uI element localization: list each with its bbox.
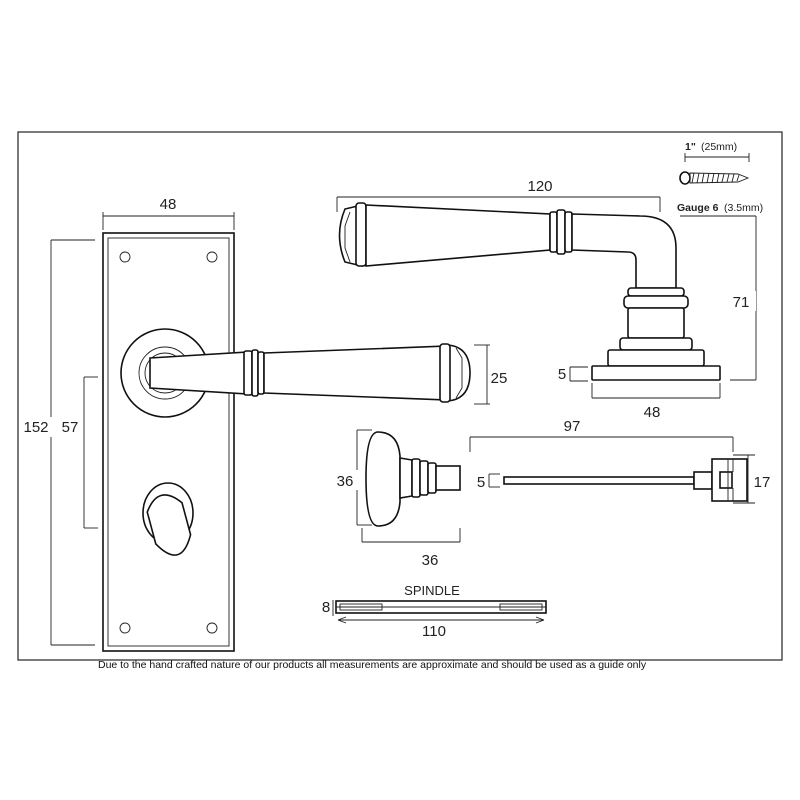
backplate-height-dim: 152 <box>23 419 48 436</box>
screw-length-mm: (25mm) <box>701 141 737 153</box>
thumbturn-view: 36 36 <box>334 429 461 569</box>
turn-escutcheon-icon <box>142 482 194 556</box>
screw-length-label: 1" <box>685 141 696 153</box>
release-view: 97 5 17 <box>469 418 771 504</box>
release-height-dim: 17 <box>754 474 771 491</box>
lever-side-icon <box>338 202 721 381</box>
lever-projection-dim: 71 <box>733 294 750 311</box>
spindle-section-dim: 8 <box>322 599 330 616</box>
backplate-centre-dim: 57 <box>62 419 79 436</box>
screw-gauge-mm: (3.5mm) <box>724 202 763 214</box>
thumbturn-height-dim: 36 <box>337 473 354 490</box>
drawing-frame <box>17 131 783 661</box>
backplate-width-dim: 48 <box>160 196 177 213</box>
lever-side-view: 120 71 5 48 <box>336 178 757 421</box>
lever-length-dim: 120 <box>527 178 552 195</box>
release-length-dim: 97 <box>564 418 581 435</box>
backplate-view: 48 152 57 <box>23 196 508 652</box>
spindle-view: SPINDLE 8 110 <box>322 583 547 640</box>
spindle-title: SPINDLE <box>404 583 460 598</box>
lever-rose-thickness-dim: 5 <box>558 366 566 383</box>
lever-handle-icon <box>149 343 471 403</box>
spindle-icon <box>335 600 547 614</box>
thumbturn-length-dim: 36 <box>422 552 439 569</box>
disclaimer-note: Due to the hand crafted nature of our pr… <box>98 659 647 671</box>
screw-gauge-label: Gauge 6 <box>677 202 719 214</box>
lever-rose-width-dim: 48 <box>644 404 661 421</box>
thumbturn-icon <box>365 431 461 527</box>
screw-detail: 1" (25mm) Gauge 6 (3.5mm) <box>677 141 763 214</box>
screw-icon <box>679 171 750 185</box>
release-spindle-icon <box>503 458 748 502</box>
spindle-length-dim: 110 <box>422 623 446 640</box>
release-thickness-dim: 5 <box>477 474 485 491</box>
lever-grip-dim: 25 <box>491 370 508 387</box>
screw-hole-icon <box>119 251 218 634</box>
